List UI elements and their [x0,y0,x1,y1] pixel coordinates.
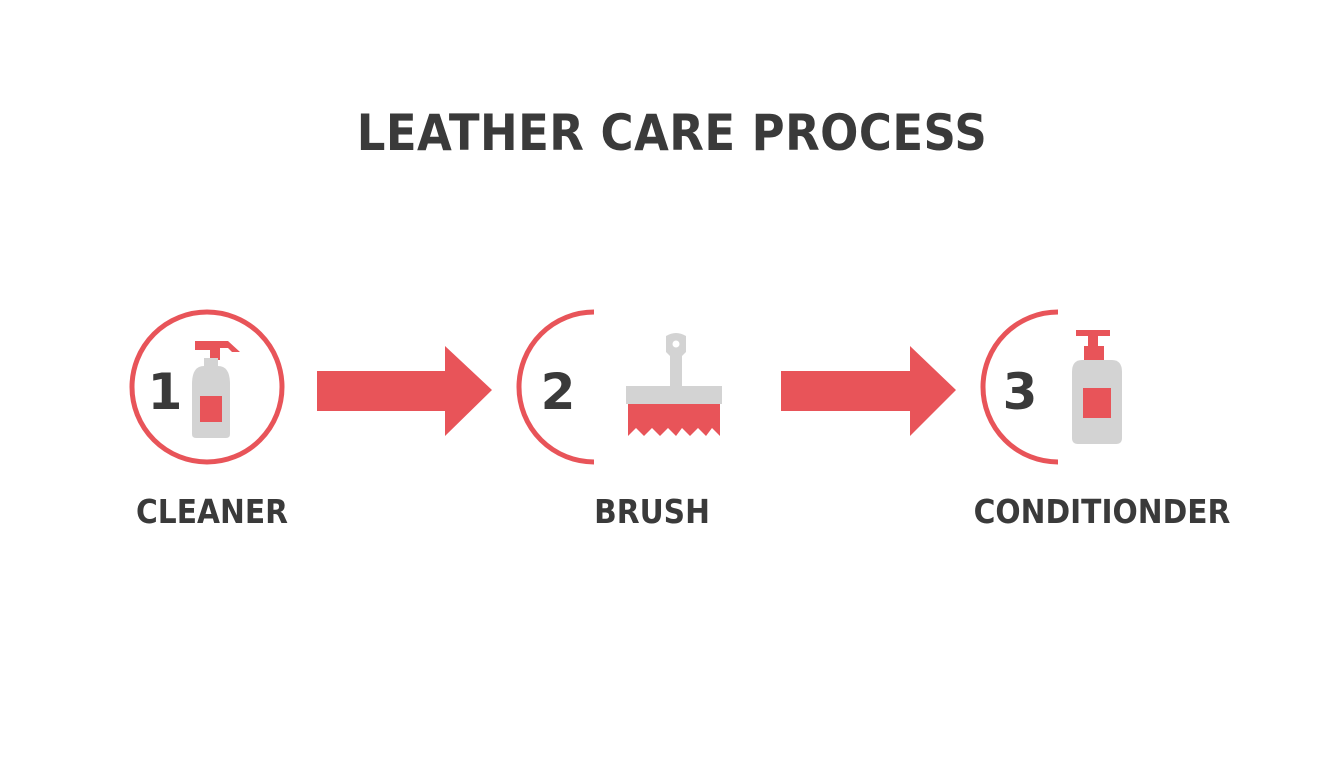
pump-bottle-icon [1072,330,1122,444]
step-1-label: CLEANER [135,492,289,531]
step-3: 3 [980,309,1122,465]
step-1: 1 [129,309,285,465]
step-1-number: 1 [148,363,183,421]
step-2: 2 [516,309,722,465]
arrow-1 [317,346,492,436]
step-3-label: CONDITIONDER [973,492,1231,531]
arrow-2 [781,346,956,436]
step-2-label: BRUSH [594,492,710,531]
spray-bottle-icon [192,341,240,438]
step-3-number: 3 [1003,363,1038,421]
step-2-ring [516,309,595,465]
diagram-title: LEATHER CARE PROCESS [356,104,988,162]
step-3-ring [980,309,1059,465]
step-2-number: 2 [541,363,576,421]
brush-icon [626,333,722,436]
step-1-ring [129,309,285,465]
